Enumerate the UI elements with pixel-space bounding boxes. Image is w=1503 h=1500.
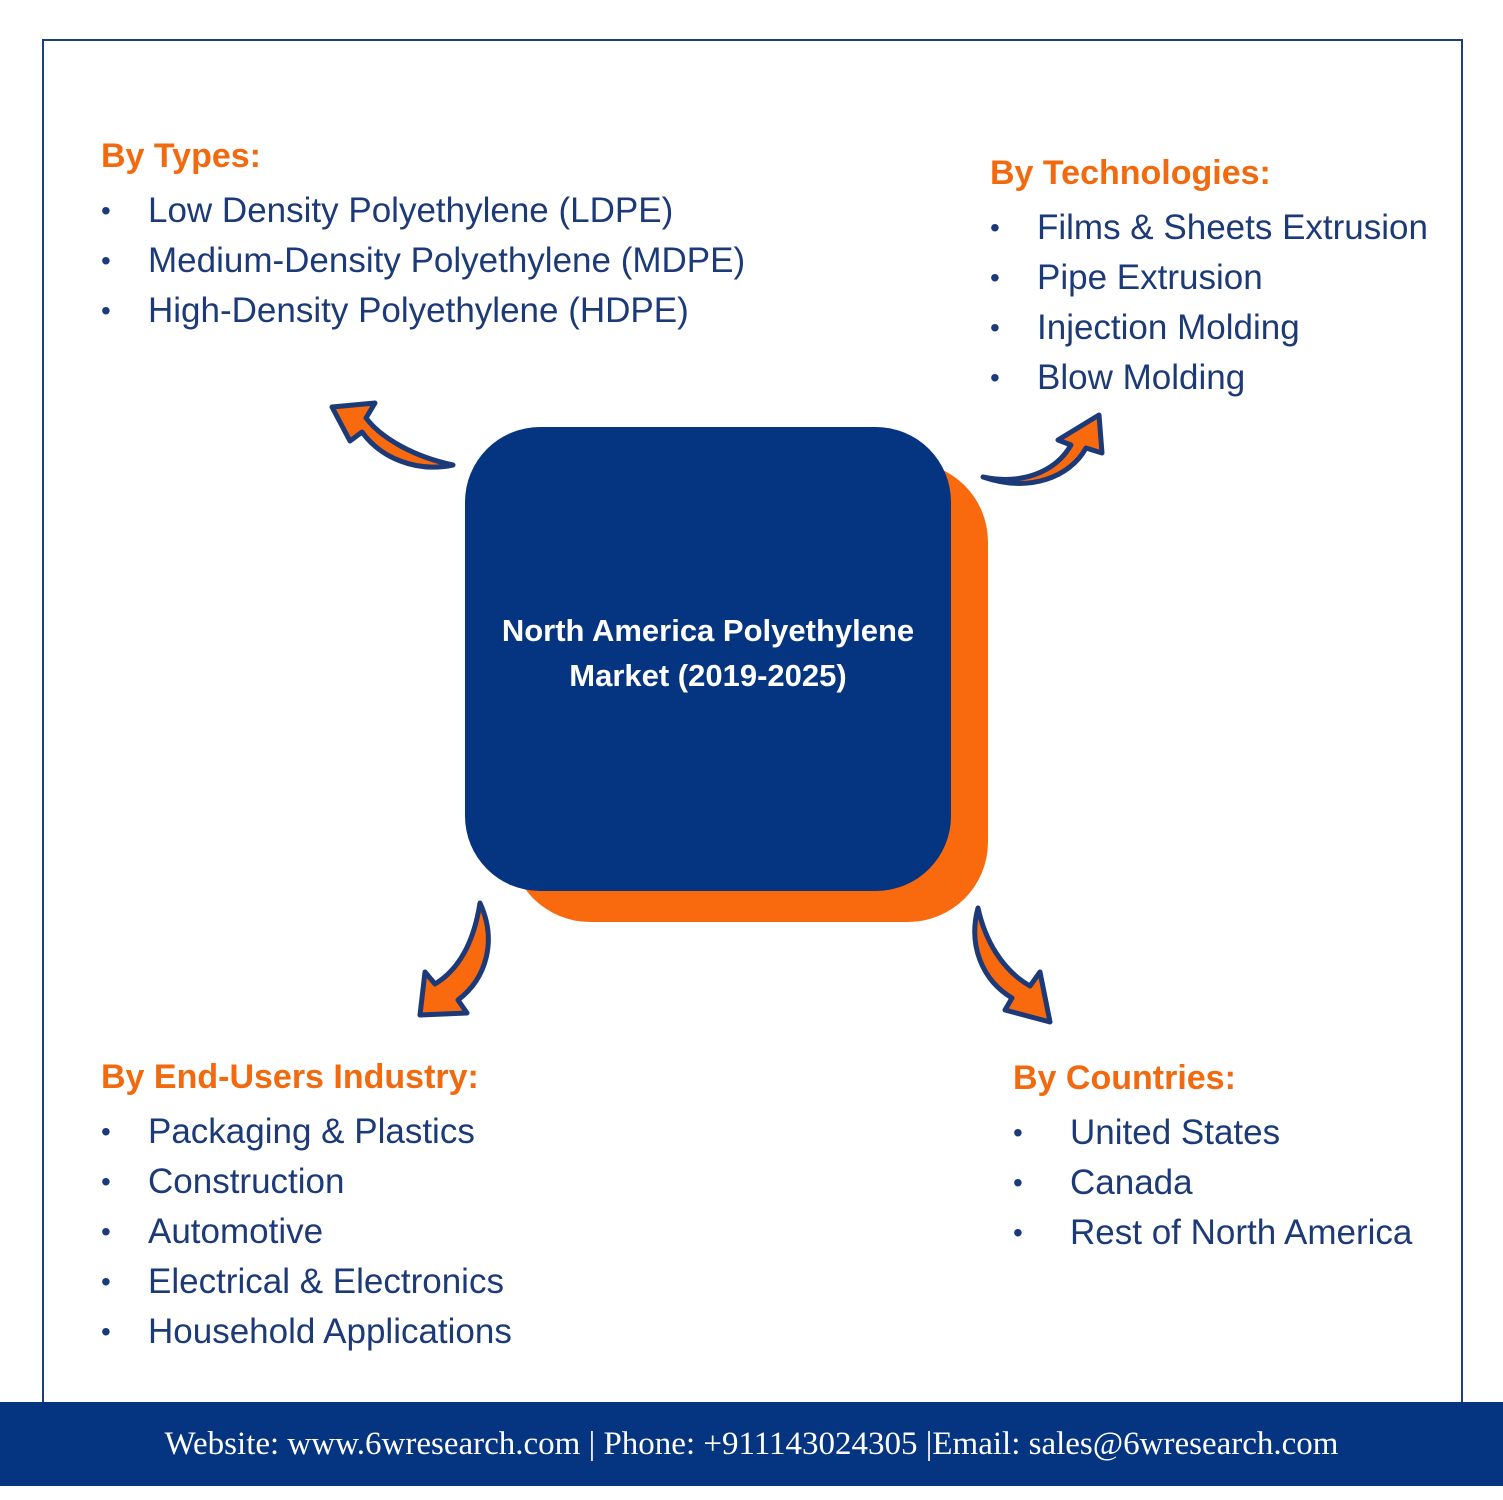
list-item: Films & Sheets Extrusion xyxy=(990,203,1428,253)
list-item: Blow Molding xyxy=(990,353,1428,403)
list-item: Electrical & Electronics xyxy=(101,1257,512,1307)
section-heading: By Types: xyxy=(101,137,261,175)
list-item: Rest of North America xyxy=(1013,1208,1412,1258)
list-item: Automotive xyxy=(101,1207,512,1257)
list-item: Construction xyxy=(101,1157,512,1207)
list-item: Pipe Extrusion xyxy=(990,253,1428,303)
list-item: Low Density Polyethylene (LDPE) xyxy=(101,186,745,236)
list-item: Injection Molding xyxy=(990,303,1428,353)
section-by-types: By Types: Low Density Polyethylene (LDPE… xyxy=(101,136,745,336)
curved-arrow-up-right-icon xyxy=(980,412,1105,486)
end-users-list: Packaging & Plastics Construction Automo… xyxy=(101,1107,512,1357)
countries-list: United States Canada Rest of North Ameri… xyxy=(1013,1108,1412,1258)
types-list: Low Density Polyethylene (LDPE) Medium-D… xyxy=(101,186,745,336)
list-item: Medium-Density Polyethylene (MDPE) xyxy=(101,236,745,286)
list-item: Canada xyxy=(1013,1158,1412,1208)
technologies-list: Films & Sheets Extrusion Pipe Extrusion … xyxy=(990,203,1428,403)
section-by-end-users: By End-Users Industry: Packaging & Plast… xyxy=(101,1057,512,1357)
list-item: Household Applications xyxy=(101,1307,512,1357)
section-heading: By Countries: xyxy=(1013,1059,1236,1097)
section-heading: By Technologies: xyxy=(990,154,1271,192)
curved-arrow-up-left-icon xyxy=(329,400,456,470)
list-item: United States xyxy=(1013,1108,1412,1158)
section-heading: By End-Users Industry: xyxy=(101,1058,479,1096)
list-item: High-Density Polyethylene (HDPE) xyxy=(101,286,745,336)
section-by-technologies: By Technologies: Films & Sheets Extrusio… xyxy=(990,153,1428,403)
list-item: Packaging & Plastics xyxy=(101,1107,512,1157)
center-box xyxy=(465,427,951,891)
center-title: North America Polyethylene Market (2019-… xyxy=(501,613,915,693)
section-by-countries: By Countries: United States Canada Rest … xyxy=(1013,1058,1412,1258)
footer-contact-bar: Website: www.6wresearch.com | Phone: +91… xyxy=(0,1402,1503,1486)
curved-arrow-down-right-icon xyxy=(972,905,1053,1025)
curved-arrow-down-left-icon xyxy=(417,900,491,1018)
